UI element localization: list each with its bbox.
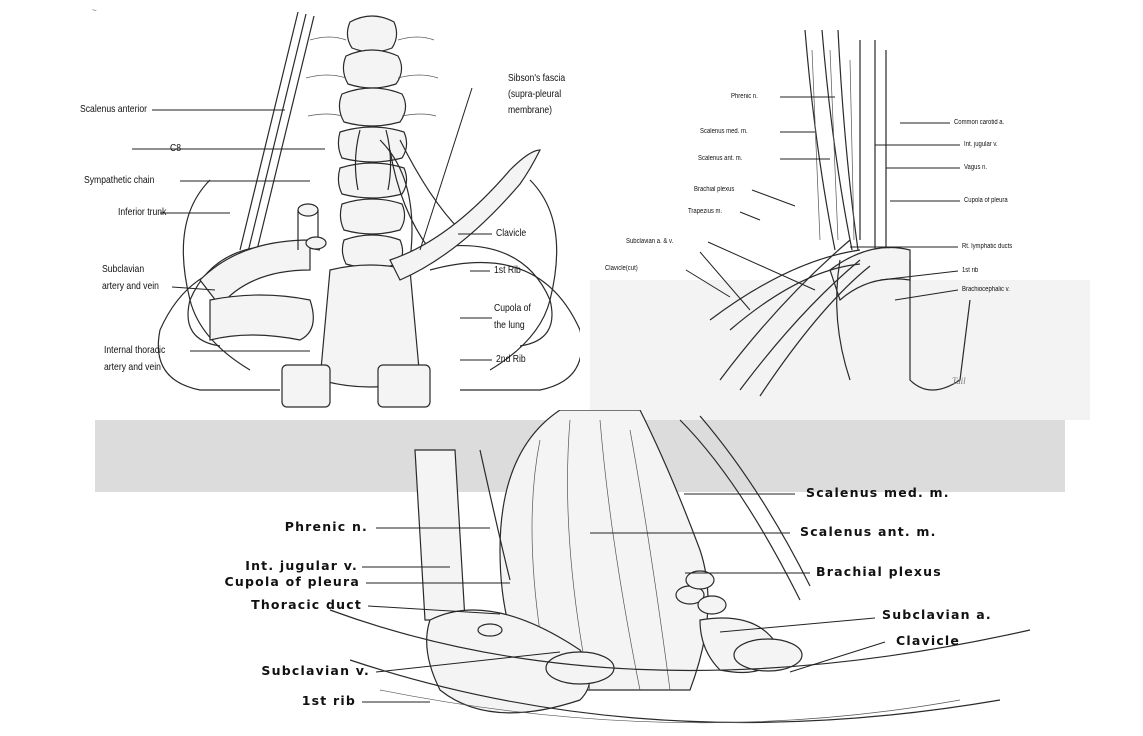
label-subclavian-a-v: Subclavian a. & v. [626,238,673,245]
label-lymphatic-ducts: Rt. lymphatic ducts [962,243,1012,250]
label-subclavian: Subclavian [102,264,144,275]
label-vagus: Vagus n. [964,164,987,171]
label-subclavian-a: Subclavian a. [882,609,992,622]
label-scalenus-anterior: Scalenus anterior [80,104,147,115]
label-supra-pleural: (supra-pleural [508,89,561,100]
label-artery-and-vein-2: artery and vein [104,362,161,373]
cervical-spine [306,16,438,268]
label-clavicle: Clavicle [496,228,526,239]
label-inferior-trunk: Inferior trunk [118,207,166,218]
scalenus-anterior-muscle [240,12,314,254]
corner-mark: ~ [92,6,97,15]
label-int-jugular: Int. jugular v. [200,560,358,573]
label-brachiocephalic: Brachiocephalic v. [962,286,1010,293]
label-c8: C8 [170,143,181,154]
neck-vessels-diagram: Phrenic n. Scalenus med. m. Scalenus ant… [590,20,1090,420]
label-cupola-small: Cupola of pleura [964,197,1008,204]
label-sympathetic-chain: Sympathetic chain [84,175,154,186]
label-cupola-of: Cupola of [494,303,531,314]
label-cupola-of-pleura: Cupola of pleura [160,576,360,589]
label-clavicle-bottom: Clavicle [896,635,960,648]
label-thoracic-duct: Thoracic duct [180,599,362,612]
label-internal-thoracic: Internal thoracic [104,345,165,356]
label-int-jugular-small: Int. jugular v. [964,141,998,148]
label-scalenus-ant: Scalenus ant. m. [800,526,937,539]
label-1st-rib-small: 1st rib [962,267,978,274]
label-membrane: membrane) [508,105,552,116]
label-1st-rib: 1st Rib [494,265,521,276]
label-brachial-plexus: Brachial plexus [816,566,942,579]
thoracic-outlet-diagram: ~ Scalenus anterior C8 Sympathetic chain… [60,0,580,420]
label-subclavian-v: Subclavian v. [180,665,370,678]
label-scalenus-ant-small: Scalenus ant. m. [698,155,742,162]
label-clavicle-cut: Clavicle(cut) [605,265,638,272]
label-artery-and-vein-1: artery and vein [102,281,159,292]
scalene-triangle-diagram: Scalenus med. m. Phrenic n. Scalenus ant… [100,410,1090,736]
label-phrenic-n: Phrenic n. [240,521,368,534]
label-brachial-plexus-small: Brachial plexus [694,186,734,193]
label-scalenus-med-small: Scalenus med. m. [700,128,748,135]
label-common-carotid: Common carotid a. [954,119,1004,126]
label-trapezius: Trapezius m. [688,208,722,215]
label-2nd-rib: 2nd Rib [496,354,526,365]
label-1st-rib-bottom: 1st rib [240,695,356,708]
label-the-lung: the lung [494,320,525,331]
label-sibsons-fascia: Sibson's fascia [508,73,565,84]
label-phrenic-n-small: Phrenic n. [731,93,758,100]
artist-signature: Tail [952,376,966,386]
label-scalenus-med: Scalenus med. m. [806,487,950,500]
neck-vessels-illustration [590,20,1090,420]
